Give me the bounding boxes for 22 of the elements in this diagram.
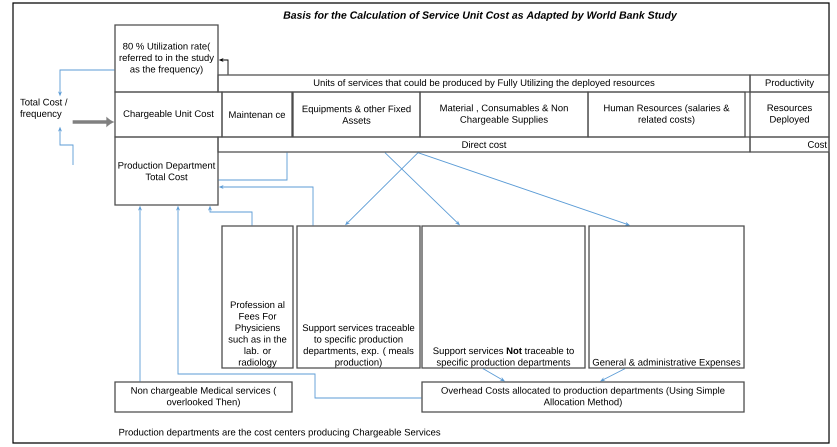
band: Units of services that could be produced by Fully Utilizing the deployed resources (217, 74, 751, 93)
text-box: Equipments & other Fixed Assets (292, 91, 421, 138)
arrow (72, 118, 114, 126)
text-box: Human Resources (salaries & related costs) (587, 91, 746, 138)
band: Direct cost (217, 136, 751, 153)
footnote: Production departments are the cost centers producing Chargeable Services (119, 428, 440, 438)
text-box: Non chargeable Medical services ( overlooked Then) (114, 381, 293, 413)
text-box: 80 % Utilization rate( referred to in the study as the frequency) (114, 24, 219, 93)
text-box: Resources Deployed (749, 91, 830, 138)
text-box: Overhead Costs allocated to production departments (Using Simple Allocation Method) (421, 381, 745, 413)
text-box: Chargeable Unit Cost (114, 91, 223, 138)
text-box: Material , Consumables & Non Chargeable Supplies (419, 91, 589, 138)
text-box: Profession al Fees For Physiciens such as in the lab. or radiology (221, 225, 294, 369)
title: Basis for the Calculation of Service Unit Cost as Adapted by World Bank Study (283, 11, 678, 21)
text-box: Productivity (749, 74, 830, 93)
bare-text: Total Cost / frequency (20, 98, 68, 119)
text-box: Production Department Total Cost (114, 136, 219, 206)
text-box: Support services Not traceable to specific production departments (421, 225, 586, 369)
text-box: Cost (749, 136, 830, 153)
text-box: Support services traceable to specific production departments, exp. ( meals production) (296, 225, 421, 369)
text-box: General & administrative Expenses (588, 225, 745, 369)
text-box: Maintenan ce (221, 91, 293, 138)
